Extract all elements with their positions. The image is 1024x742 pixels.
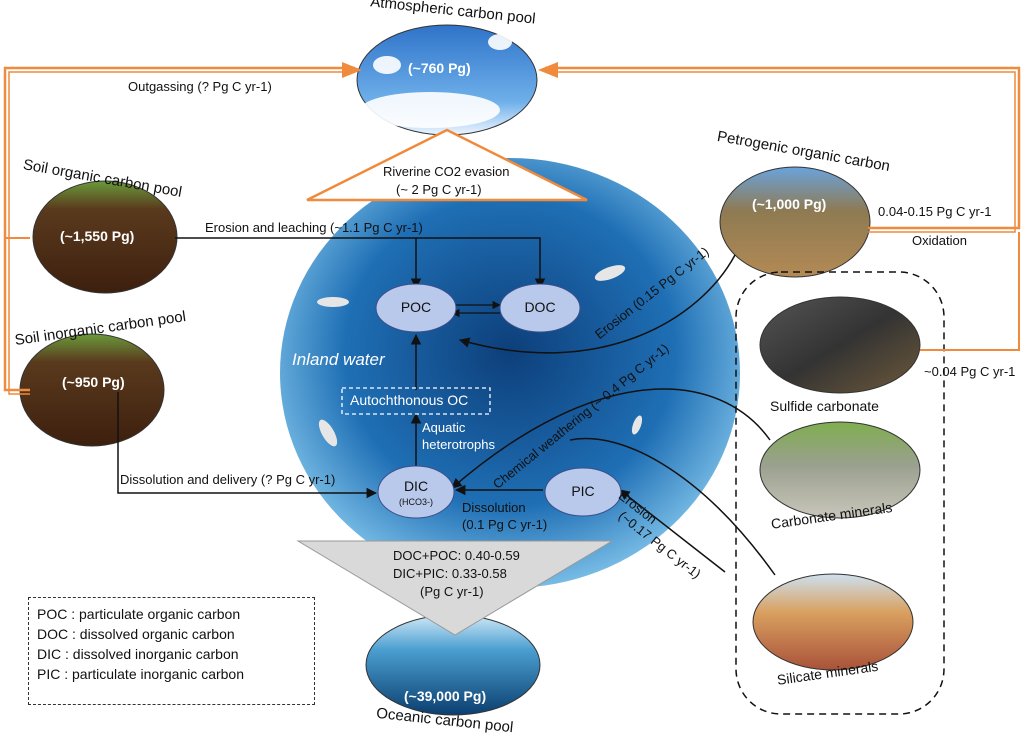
- dissolution-delivery-label: Dissolution and delivery (? Pg C yr-1): [120, 472, 336, 487]
- chemical-weathering-arrow: [451, 388, 771, 489]
- outgassing-arrow: [3, 66, 355, 392]
- petrogenic-image: [719, 166, 871, 278]
- export-label-line1: DOC+POC: 0.40-0.59: [393, 548, 520, 563]
- petro-oxidation-value: 0.04-0.15 Pg C yr-1: [878, 204, 992, 219]
- aquatic-label-line2: heterotrophs: [422, 437, 495, 452]
- dic-node: DIC: [403, 478, 429, 494]
- dissolution-label-line1: Dissolution: [462, 500, 526, 515]
- petrogenic-pool-size: (~1,000 Pg): [752, 196, 827, 212]
- export-label-line3: (Pg C yr-1): [420, 584, 484, 599]
- dic-subscript: (HCO3-): [399, 497, 433, 507]
- legend-item-poc: POC : particulate organic carbon: [37, 606, 241, 622]
- atmospheric-pool-size: (~760 Pg): [408, 60, 471, 76]
- oxidation-arrow: [545, 66, 1021, 230]
- carbonate-minerals-image: [759, 421, 921, 519]
- sulfide-flux-label: ~0.04 Pg C yr-1: [924, 364, 1016, 379]
- autochthonous-box: [341, 387, 491, 415]
- export-triangle: [296, 540, 614, 636]
- pic-node-shape: [544, 467, 622, 517]
- erosion-leaching-label: Erosion and leaching (~1.1 Pg C yr-1): [205, 220, 423, 235]
- evasion-label-line2: (~ 2 Pg C yr-1): [396, 182, 482, 197]
- autochthonous-label: Autochthonous OC: [350, 392, 469, 408]
- oxidation-label: Oxidation: [912, 233, 967, 248]
- dissolution-delivery-arrow: [117, 392, 378, 499]
- inland-water-label: Inland water: [292, 350, 385, 369]
- soil-organic-image: [32, 180, 178, 294]
- legend-item-pic: PIC : particulate inorganic carbon: [37, 666, 244, 682]
- soil-organic-pool-size: (~1,550 Pg): [60, 228, 135, 244]
- legend-item-dic: DIC : dissolved inorganic carbon: [37, 646, 239, 662]
- legend-item-doc: DOC : dissolved organic carbon: [37, 626, 235, 642]
- export-label-line2: DIC+PIC: 0.33-0.58: [393, 566, 507, 581]
- fish-icon: [631, 415, 643, 435]
- oceanic-pool-size: (~39,000 Pg): [404, 688, 487, 704]
- silicate-minerals-image: [752, 573, 914, 671]
- dissolution-label-line2: (0.1 Pg C yr-1): [462, 517, 548, 532]
- dic-node-shape: [377, 465, 455, 519]
- soil-inorganic-pool-size: (~950 Pg): [62, 374, 125, 390]
- evasion-label-line1: Riverine CO2 evasion: [383, 164, 510, 179]
- legend: POC : particulate organic carbon DOC : d…: [28, 597, 315, 705]
- erosion-leaching-arrow: [175, 237, 546, 290]
- doc-node-shape: [499, 283, 581, 333]
- sulfide-carbonate-image: [759, 296, 921, 394]
- fish-icon: [318, 419, 338, 447]
- poc-node: POC: [400, 299, 432, 315]
- fish-icon: [594, 265, 626, 281]
- fish-icon: [317, 297, 349, 307]
- sulfide-label: Sulfide carbonate: [770, 398, 879, 414]
- doc-node: DOC: [524, 299, 556, 315]
- soil-inorganic-image: [19, 333, 165, 447]
- erosion-petro-arrow: [458, 254, 736, 354]
- evasion-triangle: [306, 128, 588, 202]
- outgassing-label: Outgassing (? Pg C yr-1): [128, 79, 272, 94]
- pic-node: PIC: [571, 483, 595, 499]
- minerals-group-outline: [735, 271, 945, 715]
- poc-node-shape: [375, 283, 457, 333]
- aquatic-label-line1: Aquatic: [422, 420, 466, 435]
